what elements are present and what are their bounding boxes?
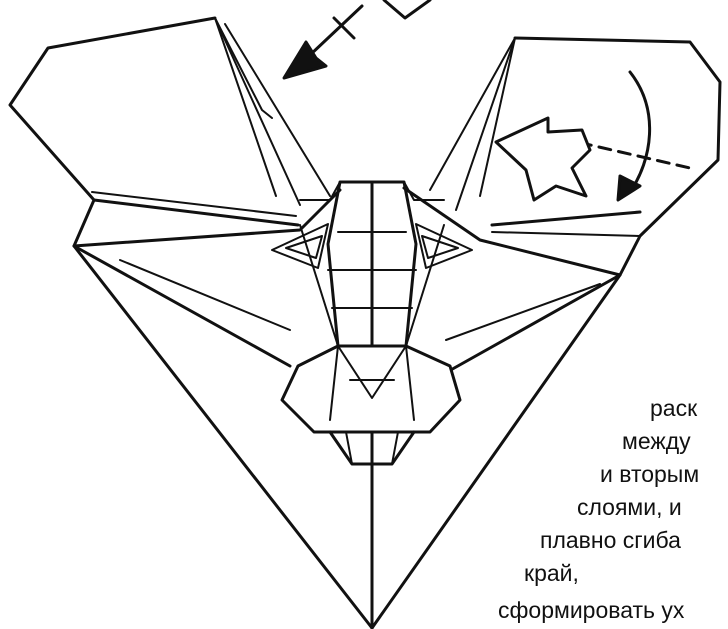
right-ear-fold bbox=[492, 232, 640, 236]
inner-v-right bbox=[446, 284, 600, 340]
open-arrow bbox=[496, 118, 590, 200]
snout bbox=[282, 346, 460, 432]
caption-line-5: плавно сгиба bbox=[540, 527, 681, 553]
caption-line-6: край, bbox=[524, 560, 579, 586]
caption-line-3: и вторым bbox=[600, 461, 699, 487]
head-lower-left bbox=[74, 246, 290, 366]
right-ear-crease-2 bbox=[480, 38, 515, 196]
top-diamond-fragment bbox=[384, 0, 430, 18]
caption-line-2: между bbox=[622, 428, 691, 454]
caption-line-4: слоями, и bbox=[577, 494, 682, 520]
turn-over-arrow bbox=[284, 6, 362, 78]
head-lower-right bbox=[440, 275, 620, 376]
head-outline-right bbox=[404, 188, 620, 275]
left-ear-outline bbox=[10, 18, 372, 628]
left-ear-crease-2 bbox=[215, 18, 276, 196]
left-ear-crease bbox=[215, 18, 300, 205]
right-ear-crease-3 bbox=[430, 38, 515, 190]
fold-arrow bbox=[618, 72, 650, 200]
caption-line-1: раск bbox=[650, 395, 697, 421]
caption-line-7: сформировать ух bbox=[498, 597, 684, 623]
right-ear-crease bbox=[456, 38, 515, 210]
right-ear-lower-edge bbox=[492, 212, 640, 225]
right-cheek-crease-2 bbox=[404, 182, 444, 200]
